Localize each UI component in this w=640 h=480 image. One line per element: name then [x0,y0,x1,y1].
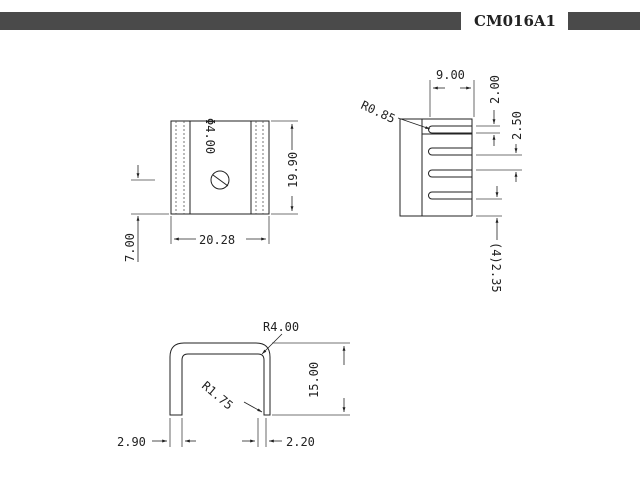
hole-leader [212,174,229,187]
side-base [399,118,423,217]
side-depth-label: 9.00 [436,68,465,82]
header-bar-right [568,12,640,30]
u-profile [169,342,271,416]
outer-radius-label: R4.00 [263,320,299,334]
fin-spacing-label: (4)2.35 [489,242,503,293]
hole-offset-label: 7.00 [123,233,137,262]
fin-outline [421,119,473,217]
top-thickness-label: 2.00 [488,75,502,104]
radius-leader [261,333,283,355]
front-width-label: 20.28 [199,233,235,247]
front-view: Φ4.00 19.90 20.28 7.00 [123,118,300,262]
hole-diameter-label: Φ4.00 [203,118,217,154]
fin-pitch-label: 2.50 [510,111,524,140]
right-thickness-label: 2.20 [286,435,315,449]
header-bar-left [0,12,461,30]
fin-slot [428,169,472,178]
fin-slot [428,191,472,200]
front-outline [170,120,270,215]
side-view: R0.85 9.00 2.00 2.50 (4)2.35 [359,68,524,293]
fin-radius-label: R0.85 [359,98,398,126]
inner-radius-label: R1.75 [199,379,236,413]
bottom-height-label: 15.00 [307,362,321,398]
radius-leader [243,401,263,413]
radius-leader [397,117,431,130]
fin-slot [428,147,472,156]
mounting-hole [210,170,230,190]
fin-slot [428,125,472,134]
part-code: CM016A1 [474,12,556,30]
left-thickness-label: 2.90 [117,435,146,449]
front-height-label: 19.90 [286,152,300,188]
bottom-view: R4.00 R1.75 15.00 2.90 2.20 [117,320,350,449]
